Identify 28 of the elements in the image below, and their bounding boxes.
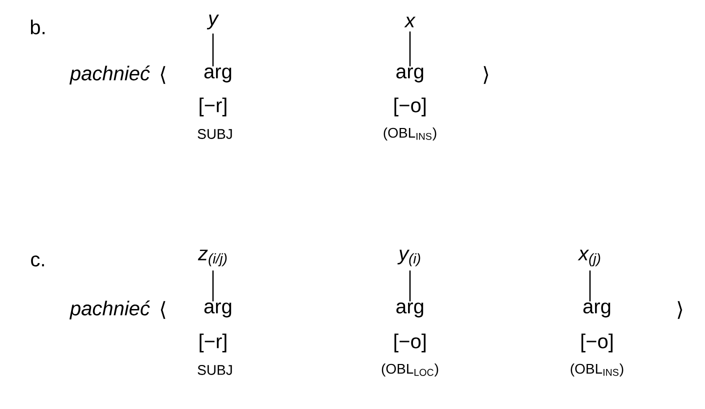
function-label: (OBL$_{INS}$): [384, 127, 436, 141]
angle-bracket: ⟩: [678, 301, 682, 319]
angle-bracket: ⟩: [484, 66, 488, 84]
function-label: SUBJ: [198, 129, 232, 139]
example-number: b.: [30, 20, 45, 34]
variable-label: x$_{(j)}$: [578, 250, 600, 266]
angle-bracket: ⟨: [160, 66, 166, 84]
feature-label: [−r]: [200, 98, 226, 116]
example-number: c.: [31, 256, 44, 266]
variable-label: z$_{(i/j)}$: [198, 250, 227, 266]
feature-label: [−o]: [394, 98, 426, 116]
function-label: SUBJ: [198, 365, 232, 375]
function-label: (OBL$_{INS}$): [570, 363, 624, 377]
argument-label: arg: [396, 68, 424, 82]
argument-label: arg: [204, 302, 232, 318]
verb-label: pachnieć: [69, 66, 150, 84]
argument-label: arg: [204, 68, 232, 82]
variable-label: y$_{(i)}$: [397, 250, 420, 266]
function-label: (OBL$_{LOC}$): [382, 363, 438, 377]
feature-label: [−r]: [200, 334, 226, 352]
feature-label: [−o]: [394, 334, 426, 352]
verb-label: pachnieć: [69, 300, 150, 320]
variable-label: y: [206, 14, 220, 30]
angle-bracket: ⟨: [160, 301, 166, 319]
feature-label: [−o]: [581, 334, 613, 352]
argument-label: arg: [396, 302, 424, 318]
argument-label: arg: [583, 302, 610, 318]
variable-label: x: [404, 16, 416, 28]
